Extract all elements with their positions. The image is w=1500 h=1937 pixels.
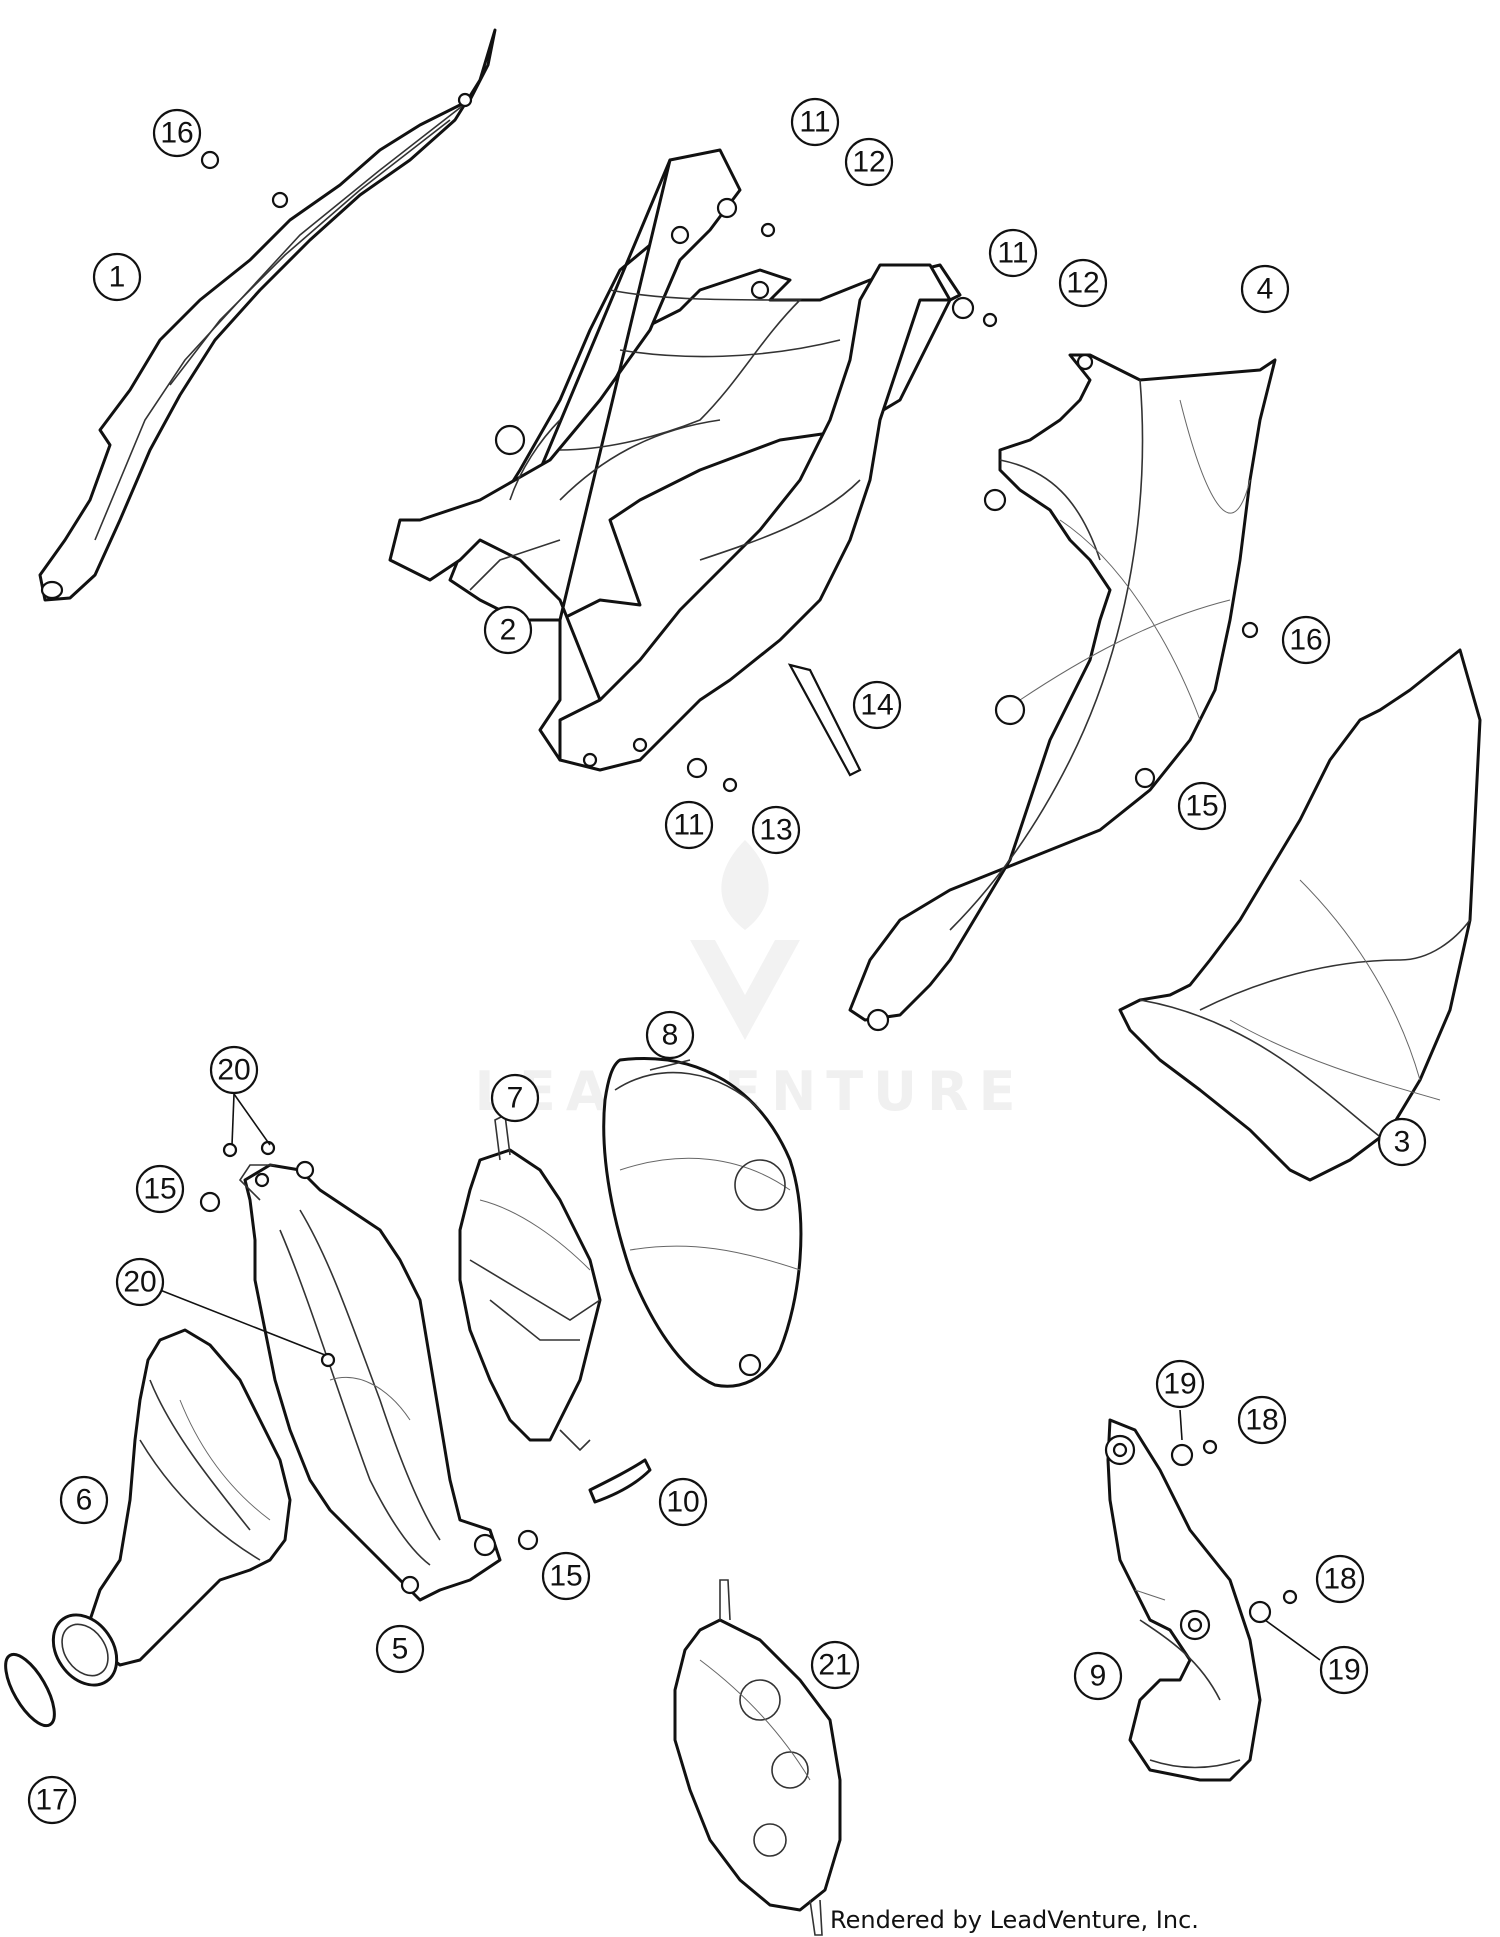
nut-15a-icon <box>1134 767 1156 789</box>
callout-10: 10 <box>658 1477 708 1527</box>
svg-text:8: 8 <box>662 1019 679 1052</box>
callout-20a: 20 <box>209 1045 259 1095</box>
callout-19a: 19 <box>1155 1359 1205 1409</box>
callout-12a: 12 <box>844 137 894 187</box>
callout-14: 14 <box>852 680 902 730</box>
bolt-13-icon <box>722 777 738 793</box>
callout-4: 4 <box>1240 264 1290 314</box>
callout-13: 13 <box>751 805 801 855</box>
callout-18b: 18 <box>1315 1554 1365 1604</box>
callout-15a: 15 <box>1177 781 1227 831</box>
callout-12b: 12 <box>1058 258 1108 308</box>
svg-text:2: 2 <box>500 614 517 647</box>
svg-text:18: 18 <box>1323 1563 1356 1596</box>
pin-14-icon <box>787 663 862 777</box>
callout-3: 3 <box>1377 1117 1427 1167</box>
svg-text:20: 20 <box>123 1266 156 1299</box>
part-7-filter-cage <box>458 1113 602 1452</box>
bolt-16b-icon <box>1241 621 1259 639</box>
callout-16b: 16 <box>1281 615 1331 665</box>
callout-15c: 15 <box>541 1551 591 1601</box>
svg-text:12: 12 <box>1066 267 1099 300</box>
svg-text:21: 21 <box>818 1649 851 1682</box>
svg-text:1: 1 <box>109 261 126 294</box>
nut-11a-icon <box>716 197 738 219</box>
part-6-intake-boot <box>51 1328 292 1687</box>
part-17-ring <box>4 1652 56 1728</box>
svg-text:12: 12 <box>852 146 885 179</box>
callout-11c: 11 <box>664 800 714 850</box>
callout-20b: 20 <box>115 1257 165 1307</box>
washer-19b-icon <box>1248 1600 1272 1624</box>
callout-18a: 18 <box>1237 1395 1287 1445</box>
nut-15b-icon <box>199 1191 221 1213</box>
svg-text:15: 15 <box>549 1560 582 1593</box>
svg-text:18: 18 <box>1245 1404 1278 1437</box>
leader-lines <box>159 1093 1321 1661</box>
nut-11b-icon <box>951 296 975 320</box>
washer-19a-icon <box>1170 1443 1194 1467</box>
svg-text:7: 7 <box>507 1082 524 1115</box>
callout-9: 9 <box>1073 1651 1123 1701</box>
svg-text:4: 4 <box>1257 273 1274 306</box>
svg-text:16: 16 <box>160 117 193 150</box>
bolt-18b-icon <box>1282 1589 1298 1605</box>
bolt-16a-icon <box>200 150 220 170</box>
part-5-airbox <box>238 1160 502 1602</box>
watermark: LEADVENTURE <box>475 840 1015 1123</box>
callout-16a: 16 <box>152 108 202 158</box>
bolt-12a-icon <box>760 222 776 238</box>
bolt-20c-icon <box>320 1352 336 1368</box>
callout-17: 17 <box>27 1775 77 1825</box>
callout-15b: 15 <box>135 1164 185 1214</box>
part-21-filter <box>673 1579 842 1936</box>
callout-7: 7 <box>490 1073 540 1123</box>
svg-text:11: 11 <box>799 106 830 139</box>
callout-5: 5 <box>375 1624 425 1674</box>
svg-text:6: 6 <box>76 1484 93 1517</box>
svg-text:13: 13 <box>759 814 792 847</box>
svg-text:14: 14 <box>860 689 893 722</box>
callout-11a: 11 <box>790 97 840 147</box>
svg-text:5: 5 <box>392 1633 409 1666</box>
svg-text:11: 11 <box>997 237 1028 270</box>
svg-text:3: 3 <box>1394 1126 1411 1159</box>
part-4-side-panel <box>848 353 1277 1032</box>
svg-text:17: 17 <box>35 1784 68 1817</box>
svg-text:19: 19 <box>1163 1368 1196 1401</box>
part-3-side-cover <box>1118 648 1482 1182</box>
bolt-12b-icon <box>982 312 998 328</box>
svg-text:16: 16 <box>1289 624 1322 657</box>
watermark-chevron-icon <box>690 940 800 1040</box>
svg-text:10: 10 <box>666 1486 699 1519</box>
nut-15c-icon <box>517 1529 539 1551</box>
callout-1: 1 <box>92 252 142 302</box>
part-1-side-trim <box>38 28 497 602</box>
bolt-20b-icon <box>260 1140 276 1156</box>
callout-8: 8 <box>645 1010 695 1060</box>
bolt-20a-icon <box>222 1142 238 1158</box>
svg-text:19: 19 <box>1327 1654 1360 1687</box>
watermark-flame-icon <box>721 840 769 930</box>
svg-text:20: 20 <box>217 1054 250 1087</box>
callout-11b: 11 <box>988 228 1038 278</box>
bolt-18a-icon <box>1202 1439 1218 1455</box>
part-10-clip <box>588 1458 652 1504</box>
nut-11c-icon <box>686 757 708 779</box>
part-2-frame-shroud <box>388 148 962 772</box>
callout-19b: 19 <box>1319 1645 1369 1695</box>
callout-21: 21 <box>810 1640 860 1690</box>
callout-2: 2 <box>483 605 533 655</box>
svg-text:15: 15 <box>143 1173 176 1206</box>
footer-credit: Rendered by LeadVenture, Inc. <box>830 1906 1199 1934</box>
svg-text:9: 9 <box>1090 1660 1107 1693</box>
callout-6: 6 <box>59 1475 109 1525</box>
svg-text:11: 11 <box>673 809 704 842</box>
hardware-group <box>199 150 1298 1624</box>
svg-text:15: 15 <box>1185 790 1218 823</box>
part-9-number-plate <box>1104 1418 1262 1782</box>
part-8-filter-cover <box>602 1057 803 1388</box>
